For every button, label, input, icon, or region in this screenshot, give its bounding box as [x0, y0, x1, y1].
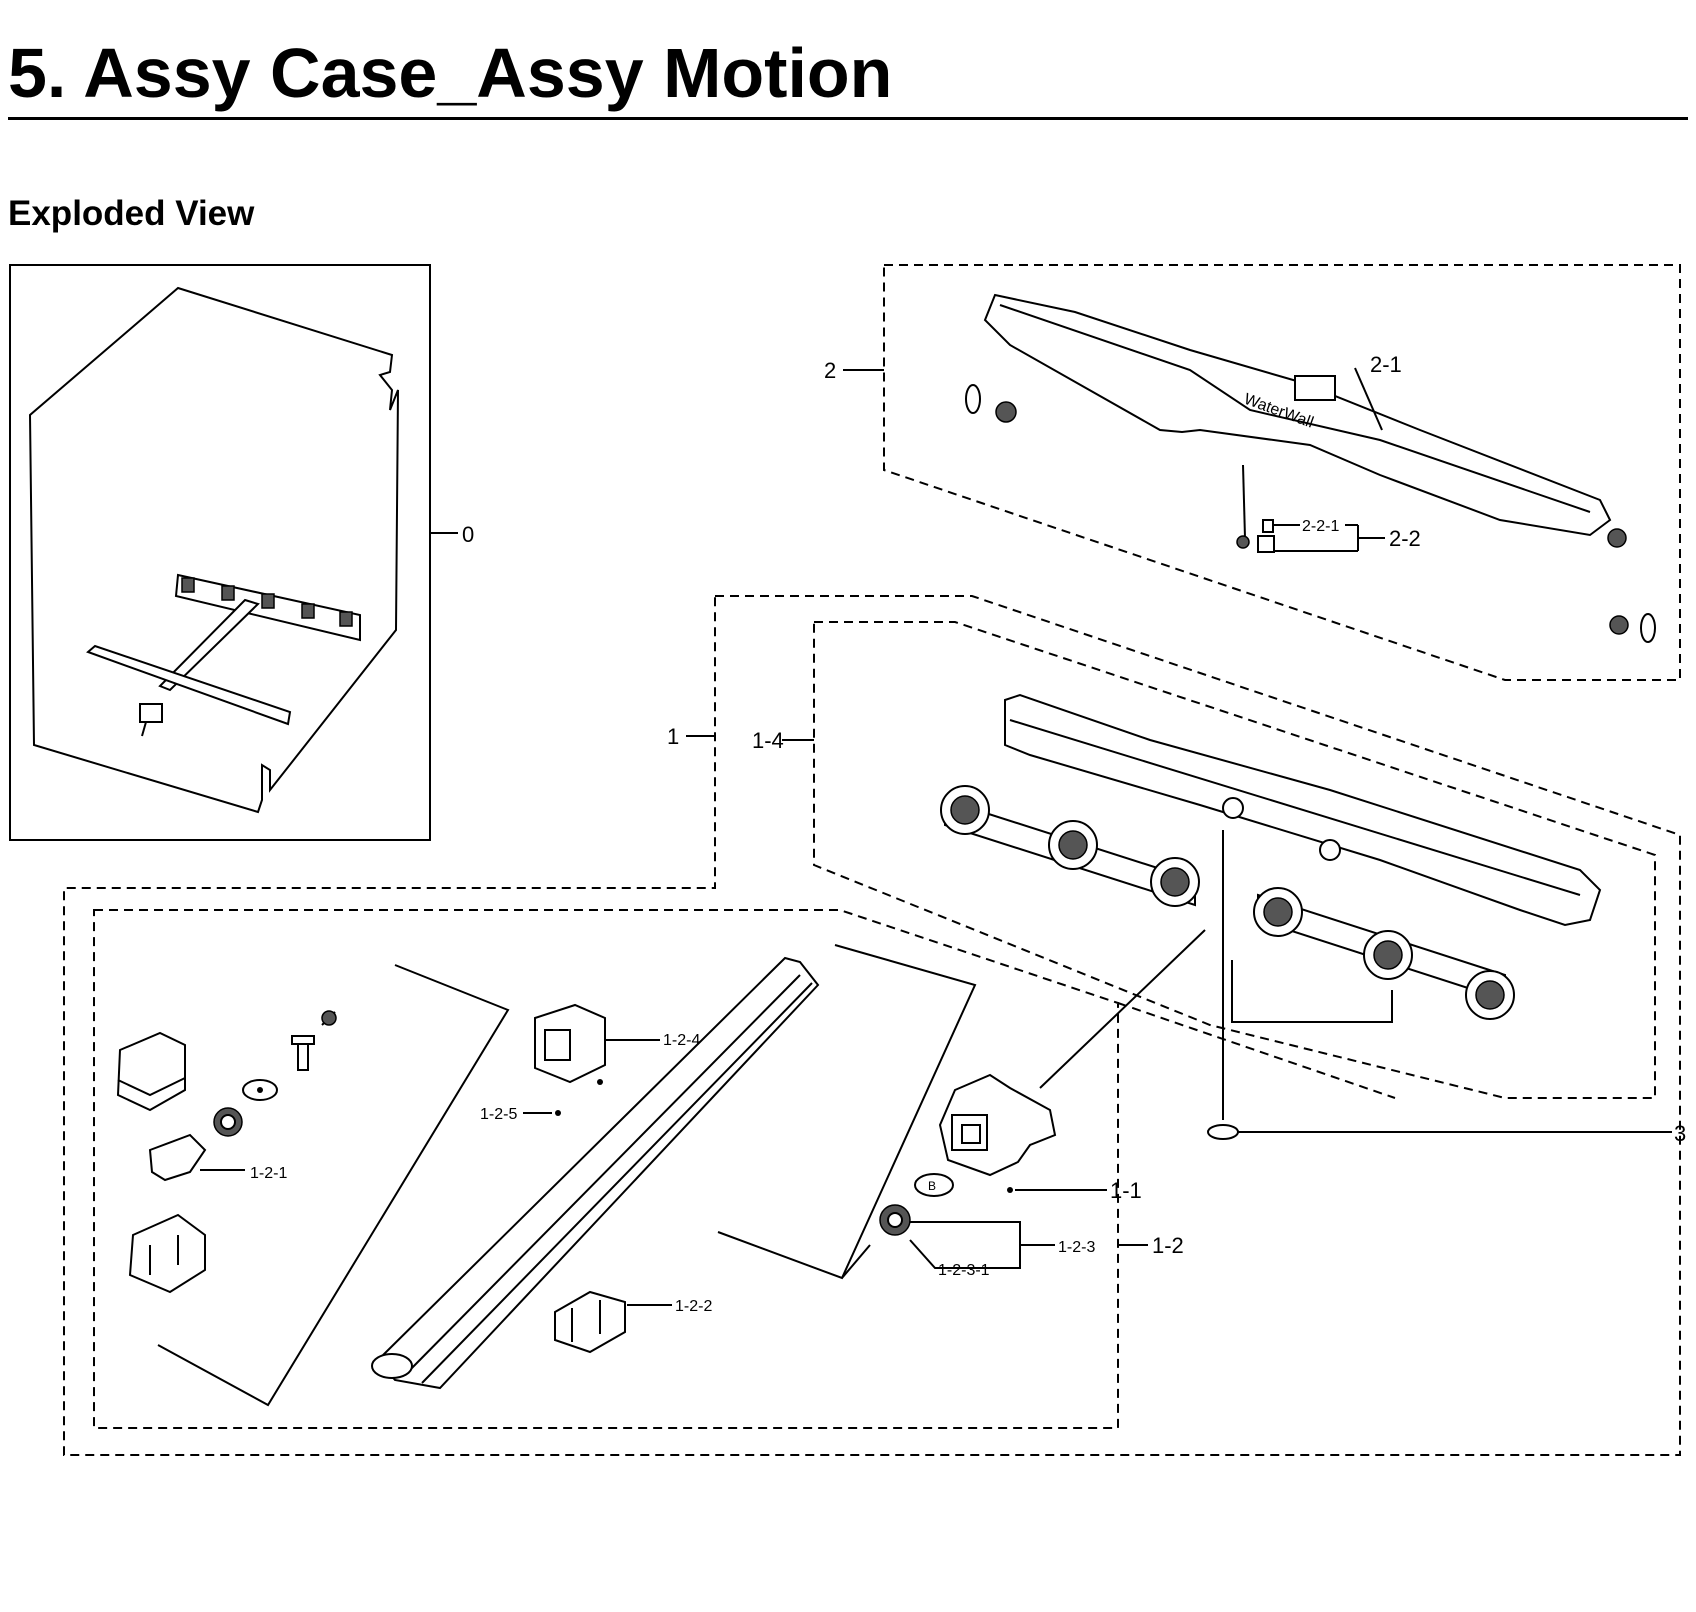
motor-housing	[116, 1031, 186, 1112]
screw	[297, 1041, 309, 1071]
section-title: Exploded View	[8, 194, 255, 233]
part-2-2-valve	[1236, 464, 1385, 553]
callout-1-2-1: 1-2-1	[250, 1165, 287, 1182]
callout-1-2-4: 1-2-4	[663, 1032, 700, 1049]
waterwall-bar	[983, 293, 1612, 537]
leader-2-1	[1354, 367, 1383, 431]
group-1-4-outline	[813, 621, 1656, 1099]
callout-2: 2	[824, 358, 836, 383]
lower-housing	[128, 1213, 206, 1294]
washer-b	[914, 1173, 954, 1197]
screw-small	[597, 1079, 603, 1085]
callout-1-2-3: 1-2-3	[1058, 1239, 1095, 1256]
callout-2-2-1: 2-2-1	[1302, 518, 1339, 535]
callout-1-2: 1-2	[1152, 1233, 1184, 1258]
page-title: 5. Assy Case_Assy Motion	[8, 34, 893, 112]
callout-2-2: 2-2	[1389, 526, 1421, 551]
overview-case-assembly: 0	[9, 264, 474, 841]
callout-0: 0	[462, 522, 474, 547]
screw-1-2-5	[555, 1110, 561, 1116]
end-bracket-right	[1607, 528, 1627, 548]
callout-1-2-2: 1-2-2	[675, 1298, 712, 1315]
group-1-outline	[63, 595, 1681, 1456]
nut-left	[995, 401, 1017, 423]
callout-1: 1	[667, 724, 679, 749]
group-1-2-drive: 1-2 1-2-1 1-2-4 1-2-5	[93, 909, 1206, 1429]
callout-3: 3	[1674, 1121, 1686, 1146]
callout-2-1: 2-1	[1370, 352, 1402, 377]
callout-1-2-5: 1-2-5	[480, 1106, 517, 1123]
group-2-outline	[883, 264, 1681, 681]
group-1-4-motion-carrier: 1-4	[752, 621, 1656, 1099]
overview-rail	[86, 598, 292, 737]
bracket-1-2-1	[148, 1133, 207, 1182]
overview-motion-bar	[174, 573, 361, 642]
group-1-2-link	[1117, 1002, 1396, 1099]
o-ring-left	[965, 384, 981, 414]
part-3-pad: 3	[1207, 830, 1686, 1146]
callout-1-1: 1-1	[1110, 1178, 1142, 1203]
washer-b-letter: B	[928, 1179, 936, 1193]
callout-1-2-3-1: 1-2-3-1	[938, 1262, 990, 1279]
title-rule	[8, 117, 1688, 120]
clip-1-2-2	[554, 1290, 626, 1354]
o-ring-right	[1640, 613, 1656, 643]
group-2-waterwall-bar: 2 WaterWall 2-1 2-2-1 2-2	[824, 264, 1681, 681]
callout-1-4: 1-4	[752, 728, 784, 753]
group-1-2-outline	[93, 909, 1119, 1429]
nut-right	[1609, 615, 1629, 635]
